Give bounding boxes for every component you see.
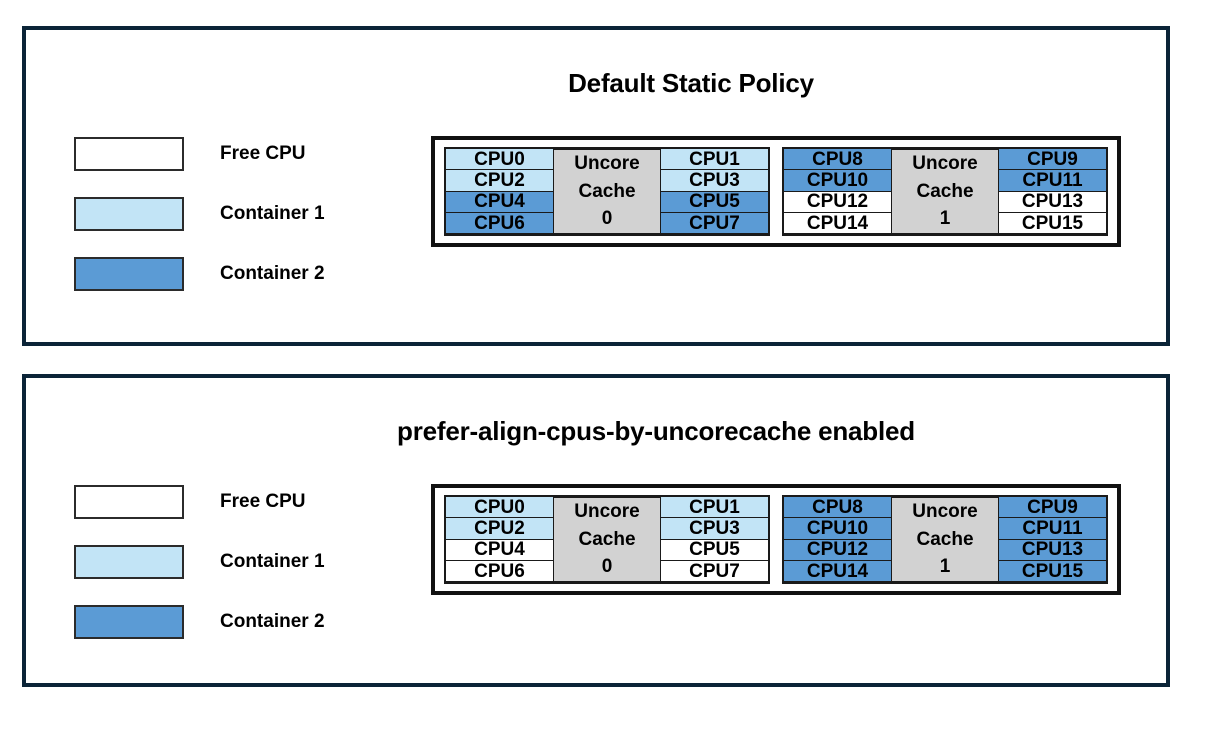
cpu-grid: CPU0 CPU2 CPU4 CPU6 Uncore Cache 0 CPU1 …: [431, 484, 1121, 595]
uncore-cache-line-1: Uncore: [912, 153, 978, 174]
cpu-cell: CPU15: [998, 559, 1107, 583]
cpu-cell: CPU2: [445, 169, 554, 193]
cpu-cell: CPU3: [660, 517, 769, 541]
uncore-cache-index: 1: [939, 556, 951, 578]
uncore-cache-group-0: CPU0 CPU2 CPU4 CPU6 Uncore Cache 0 CPU1 …: [444, 147, 770, 236]
cpu-column-right: CPU1 CPU3 CPU5 CPU7: [660, 496, 769, 583]
cpu-cell: CPU12: [783, 538, 892, 562]
uncore-cache-line-1: Uncore: [574, 501, 640, 522]
legend-label-free-cpu: Free CPU: [220, 143, 306, 164]
cpu-cell: CPU5: [660, 190, 769, 214]
cpu-cell: CPU6: [445, 211, 554, 235]
cpu-column-left: CPU0 CPU2 CPU4 CPU6: [445, 496, 554, 583]
uncore-cache-line-1: Uncore: [912, 501, 978, 522]
cpu-cell: CPU6: [445, 559, 554, 583]
cpu-cell: CPU15: [998, 211, 1107, 235]
cpu-cell: CPU3: [660, 169, 769, 193]
legend-label-container-2: Container 2: [220, 263, 325, 284]
uncore-cache-line-2: Cache: [578, 180, 636, 202]
cpu-cell: CPU13: [998, 190, 1107, 214]
cpu-cell: CPU4: [445, 538, 554, 562]
legend-swatch-container-1: [74, 545, 184, 579]
legend-swatch-container-2: [74, 605, 184, 639]
uncore-cache-line-2: Cache: [916, 180, 974, 202]
uncore-cache-group-0: CPU0 CPU2 CPU4 CPU6 Uncore Cache 0 CPU1 …: [444, 495, 770, 584]
cpu-cell: CPU10: [783, 517, 892, 541]
uncore-cache-label: Uncore Cache 0: [553, 497, 661, 582]
legend-swatch-container-2: [74, 257, 184, 291]
legend-label-container-2: Container 2: [220, 611, 325, 632]
legend-item-free-cpu: Free CPU: [74, 124, 384, 184]
cpu-cell: CPU1: [660, 496, 769, 519]
uncore-cache-line-2: Cache: [916, 528, 974, 550]
uncore-cache-line-2: Cache: [578, 528, 636, 550]
cpu-cell: CPU12: [783, 190, 892, 214]
cpu-column-left: CPU0 CPU2 CPU4 CPU6: [445, 148, 554, 235]
uncore-cache-line-1: Uncore: [574, 153, 640, 174]
panel-default-static-policy: Default Static Policy Free CPU Container…: [22, 26, 1170, 346]
panel-prefer-align-cpus-by-uncorecache: prefer-align-cpus-by-uncorecache enabled…: [22, 374, 1170, 687]
cpu-cell: CPU7: [660, 559, 769, 583]
uncore-cache-index: 1: [939, 208, 951, 230]
uncore-cache-group-1: CPU8 CPU10 CPU12 CPU14 Uncore Cache 1 CP…: [782, 147, 1108, 236]
legend-swatch-free-cpu: [74, 137, 184, 171]
cpu-cell: CPU8: [783, 148, 892, 171]
legend-item-container-1: Container 1: [74, 184, 384, 244]
cpu-cell: CPU10: [783, 169, 892, 193]
uncore-cache-index: 0: [601, 208, 613, 230]
cpu-column-right: CPU9 CPU11 CPU13 CPU15: [998, 496, 1107, 583]
legend: Free CPU Container 1 Container 2: [74, 124, 384, 304]
cpu-cell: CPU9: [998, 496, 1107, 519]
cpu-cell: CPU0: [445, 148, 554, 171]
cpu-cell: CPU14: [783, 559, 892, 583]
legend-item-container-2: Container 2: [74, 592, 384, 652]
cpu-cell: CPU7: [660, 211, 769, 235]
cpu-cell: CPU0: [445, 496, 554, 519]
cpu-column-left: CPU8 CPU10 CPU12 CPU14: [783, 496, 892, 583]
uncore-cache-label: Uncore Cache 1: [891, 149, 999, 234]
cpu-cell: CPU2: [445, 517, 554, 541]
cpu-cell: CPU9: [998, 148, 1107, 171]
panel-title: Default Static Policy: [568, 68, 814, 98]
cpu-cell: CPU4: [445, 190, 554, 214]
legend-swatch-free-cpu: [74, 485, 184, 519]
uncore-cache-label: Uncore Cache 1: [891, 497, 999, 582]
uncore-cache-index: 0: [601, 556, 613, 578]
cpu-cell: CPU13: [998, 538, 1107, 562]
cpu-cell: CPU1: [660, 148, 769, 171]
cpu-cell: CPU14: [783, 211, 892, 235]
legend-label-free-cpu: Free CPU: [220, 491, 306, 512]
cpu-cell: CPU11: [998, 169, 1107, 193]
cpu-cell: CPU8: [783, 496, 892, 519]
legend-label-container-1: Container 1: [220, 203, 325, 224]
legend-item-container-2: Container 2: [74, 244, 384, 304]
cpu-cell: CPU5: [660, 538, 769, 562]
cpu-column-left: CPU8 CPU10 CPU12 CPU14: [783, 148, 892, 235]
cpu-grid: CPU0 CPU2 CPU4 CPU6 Uncore Cache 0 CPU1 …: [431, 136, 1121, 247]
legend-item-container-1: Container 1: [74, 532, 384, 592]
cpu-column-right: CPU9 CPU11 CPU13 CPU15: [998, 148, 1107, 235]
legend-item-free-cpu: Free CPU: [74, 472, 384, 532]
panel-title: prefer-align-cpus-by-uncorecache enabled: [397, 416, 915, 446]
uncore-cache-label: Uncore Cache 0: [553, 149, 661, 234]
legend-label-container-1: Container 1: [220, 551, 325, 572]
cpu-cell: CPU11: [998, 517, 1107, 541]
cpu-column-right: CPU1 CPU3 CPU5 CPU7: [660, 148, 769, 235]
uncore-cache-group-1: CPU8 CPU10 CPU12 CPU14 Uncore Cache 1 CP…: [782, 495, 1108, 584]
legend-swatch-container-1: [74, 197, 184, 231]
legend: Free CPU Container 1 Container 2: [74, 472, 384, 652]
